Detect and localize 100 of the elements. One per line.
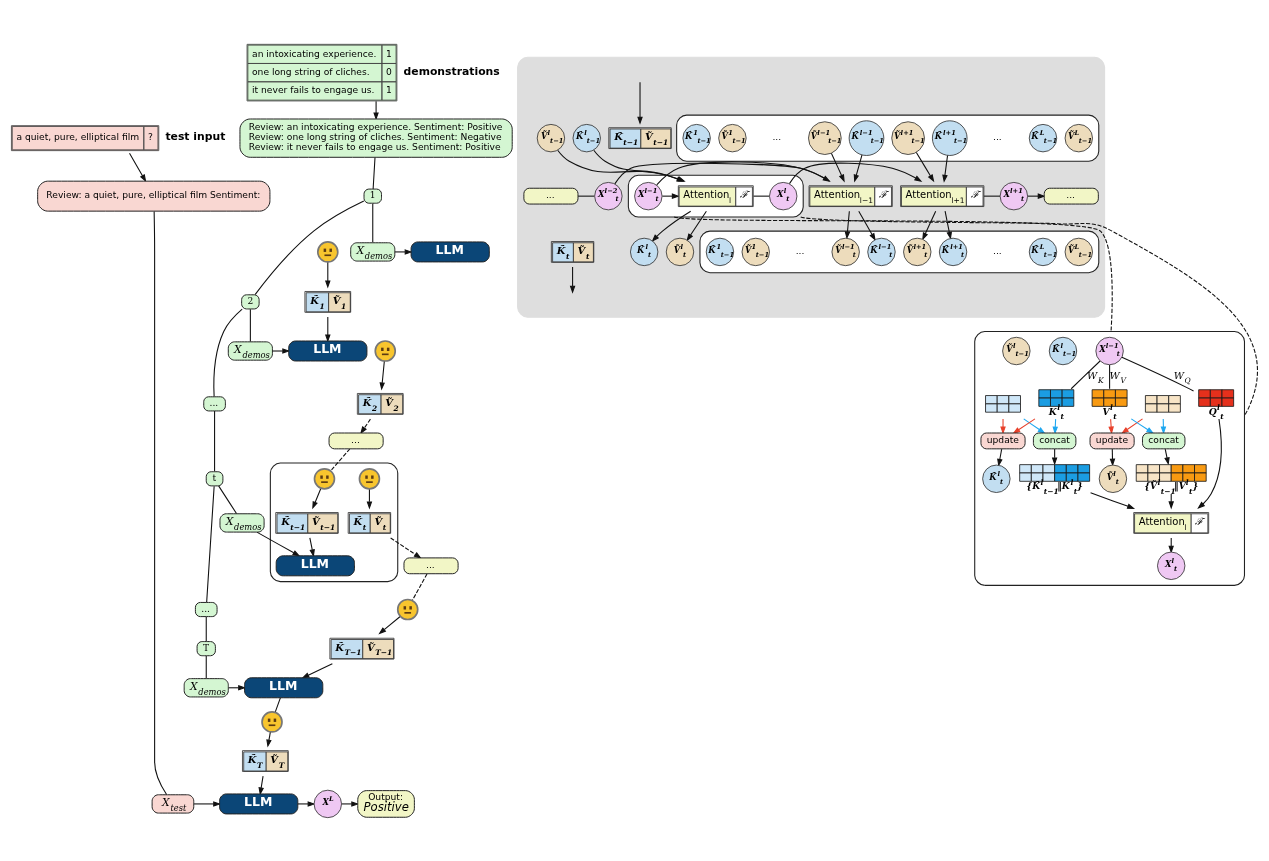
arrow: [373, 100, 379, 120]
arrow: [915, 151, 935, 182]
node-label: {Ṽ$^{l}$$_{t−1}$‖V$^{l}$$_{t}$}: [1144, 477, 1199, 496]
arrow: [341, 800, 360, 807]
connector: [249, 308, 251, 342]
node-picture: [374, 339, 397, 362]
arrow: [1090, 491, 1136, 509]
arrow: [128, 152, 147, 182]
connector: [577, 195, 595, 197]
node-box: update: [980, 432, 1026, 449]
node-picture: [313, 467, 336, 490]
connector: [206, 485, 215, 603]
connector: [673, 215, 1113, 332]
arrow: [853, 153, 863, 183]
label: ...: [772, 131, 782, 142]
arrow: [271, 347, 291, 354]
arrow: [830, 152, 845, 182]
node-box: ...: [328, 432, 384, 449]
arrow: [1000, 418, 1006, 435]
node-label: {K̃$^{l}$$_{t−1}$‖K$^{l}$$_{t}$}: [1026, 477, 1084, 496]
cluster: [517, 56, 1106, 318]
node-box: ...: [203, 395, 226, 411]
arrow: [309, 536, 315, 557]
node-box: X$_{demos}$: [183, 677, 229, 697]
node-box: ...: [194, 601, 218, 617]
arrow: [997, 448, 1003, 467]
arrow: [1023, 417, 1046, 434]
node-label: demonstrations: [403, 64, 500, 78]
node-box: LLM: [219, 792, 299, 814]
edge-label: W$_{V}$: [1109, 369, 1126, 385]
connector: [372, 202, 374, 243]
node-picture: [261, 710, 283, 733]
node-box: LLM: [288, 340, 368, 361]
node-box: X$_{demos}$: [219, 512, 265, 533]
arrow: [394, 248, 413, 255]
arrow: [661, 192, 680, 199]
node-box: concat: [1032, 432, 1077, 449]
edge-label: W$_{K}$: [1087, 369, 1104, 385]
node-box: update: [1089, 432, 1135, 449]
connector: [205, 654, 207, 679]
edge-label: W$_{Q}$: [1173, 369, 1191, 385]
node-picture: [396, 598, 419, 620]
arrow: [297, 800, 316, 807]
connector: [983, 195, 1001, 197]
cluster: [676, 114, 1100, 162]
arrow: [1108, 418, 1114, 435]
connector: [800, 215, 1258, 416]
label: ...: [795, 245, 805, 256]
arrow: [651, 210, 692, 242]
arrow: [312, 487, 322, 509]
node-box: LLM: [275, 554, 355, 576]
arrow: [942, 154, 949, 183]
connector: [1121, 356, 1195, 391]
connector: [218, 484, 238, 514]
arrow: [944, 210, 952, 240]
connector: [372, 156, 376, 190]
node-picture: [316, 240, 339, 263]
node-box: X$_{demos}$: [227, 340, 273, 361]
arrow: [1197, 417, 1222, 509]
connector: [153, 210, 168, 795]
arrow: [258, 775, 264, 795]
arrow: [686, 210, 707, 241]
node-box: ...: [403, 556, 459, 574]
arrow: [379, 359, 386, 390]
arrow: [325, 315, 331, 343]
node-box: X$_{test}$: [151, 793, 195, 814]
node-picture: [358, 467, 381, 490]
cluster: [974, 330, 1245, 586]
arrow: [1027, 192, 1046, 199]
connector: [1109, 363, 1111, 389]
node-box: ...: [1043, 187, 1099, 205]
node-box: Review: an intoxicating experience. Sentiment: Positive Review: one long string of cliches. Sentiment: Negative Review: it never fails to engage us. Sentiment: Positive: [239, 118, 513, 158]
node-box: Output: Positive: [357, 789, 415, 818]
node-box: ...: [523, 187, 579, 205]
connector: [214, 409, 216, 472]
connector: [274, 696, 281, 713]
connector: [330, 448, 351, 471]
arrow: [858, 210, 876, 241]
node-box: Review: a quiet, pure, elliptical film Sentiment:: [37, 180, 271, 212]
label: ...: [993, 131, 1002, 142]
connector: [1070, 359, 1101, 389]
arrow: [360, 418, 371, 434]
label: ...: [993, 245, 1002, 256]
connector: [254, 200, 365, 295]
arrow: [390, 536, 422, 559]
node-box: T: [196, 640, 216, 656]
node-box: concat: [1142, 432, 1186, 449]
connector: [205, 615, 207, 642]
arrow: [844, 210, 851, 240]
arrow: [922, 210, 937, 240]
connector: [213, 308, 243, 397]
cluster: [269, 461, 399, 582]
arrow: [569, 265, 576, 294]
arrow: [193, 800, 222, 807]
arrow: [1164, 448, 1170, 465]
node-box: LLM: [244, 676, 324, 698]
arrow: [378, 615, 401, 634]
connector: [752, 195, 770, 197]
node-box: LLM: [410, 240, 490, 262]
arrow: [325, 261, 331, 288]
